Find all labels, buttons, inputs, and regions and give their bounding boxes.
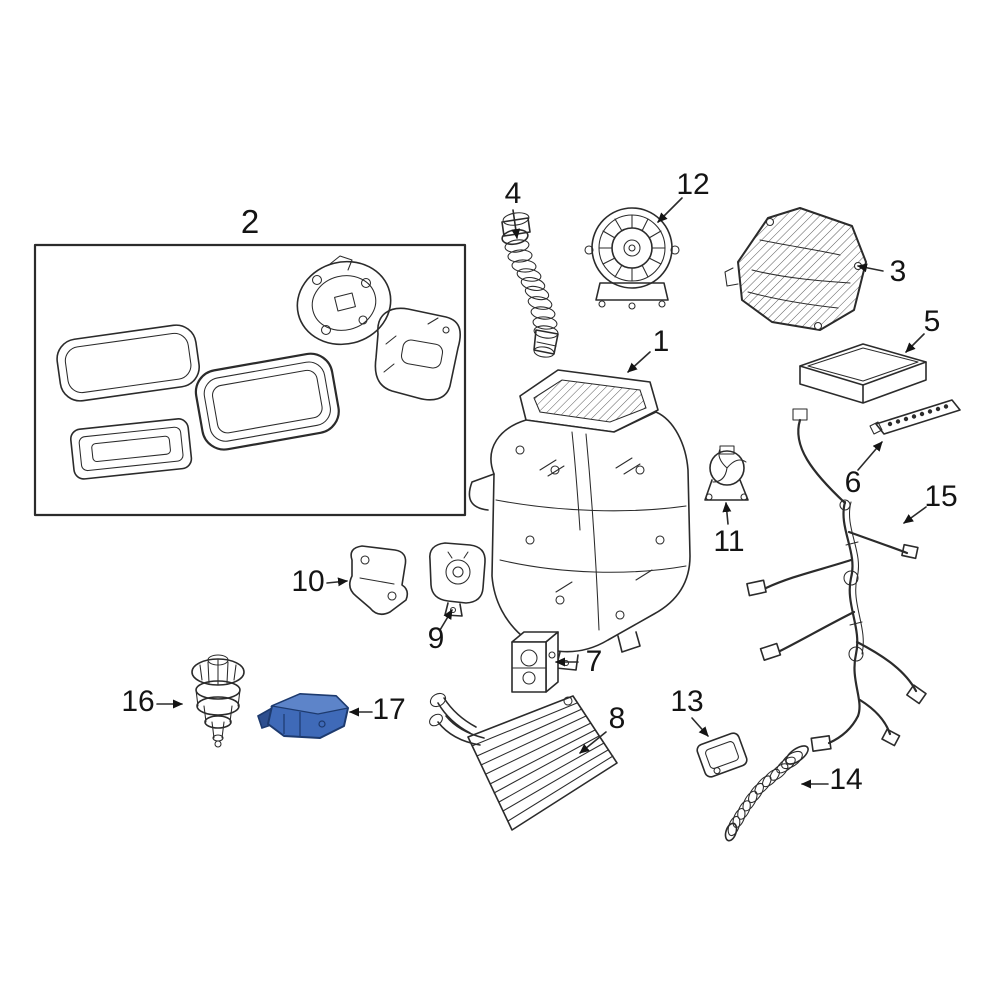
callout-10-arrow <box>326 577 348 587</box>
callout-1: 1 <box>627 325 670 373</box>
callouts: 1 2 3 4 5 6 7 8 9 <box>121 168 957 796</box>
callout-5-label: 5 <box>924 305 941 338</box>
callout-4: 4 <box>505 177 522 239</box>
callout-9-label: 9 <box>428 622 445 655</box>
heater-core-fins <box>471 702 614 822</box>
callout-4-arrow <box>511 209 521 239</box>
callout-10-label: 10 <box>291 565 324 598</box>
callout-15: 15 <box>903 480 958 524</box>
shaped-plate <box>374 307 461 401</box>
callout-17: 17 <box>349 693 406 726</box>
part-7-expansion-valve <box>511 631 559 693</box>
part-2-seal-kit <box>33 243 467 517</box>
part-14-drain-hose <box>724 745 809 842</box>
callout-5-arrow <box>905 333 925 353</box>
part-17-actuator-highlighted <box>257 693 350 739</box>
part-15-wiring-harness <box>746 408 927 752</box>
callout-2: 2 <box>241 203 259 240</box>
seal-kit-box <box>33 243 467 517</box>
callout-6-arrow <box>857 441 883 471</box>
callout-11-arrow <box>722 502 732 525</box>
callout-15-arrow <box>903 506 927 524</box>
part-4-air-hose <box>501 212 559 358</box>
part-8-heater-core <box>429 692 618 831</box>
callout-12-label: 12 <box>676 168 709 201</box>
callout-13-arrow <box>691 717 709 737</box>
callout-6-label: 6 <box>845 466 862 499</box>
callout-11-label: 11 <box>713 525 744 558</box>
part-11-actuator-motor <box>704 445 749 501</box>
part-13-bracket <box>696 732 748 778</box>
blower-fins <box>598 214 666 282</box>
callout-12: 12 <box>657 168 710 223</box>
callout-3-arrow <box>857 263 884 273</box>
part-12-blower-motor <box>584 207 680 310</box>
callout-12-arrow <box>657 197 683 223</box>
callout-5: 5 <box>905 305 941 353</box>
part-16-sensor <box>191 654 245 748</box>
callout-11: 11 <box>713 502 745 558</box>
callout-9-arrow <box>439 609 453 631</box>
part-1-hvac-housing <box>468 369 691 671</box>
part-9-actuator <box>428 542 486 617</box>
callout-10: 10 <box>291 565 348 598</box>
callout-17-label: 17 <box>372 693 405 726</box>
callout-4-label: 4 <box>505 177 522 210</box>
callout-16-label: 16 <box>121 685 154 718</box>
callout-8-label: 8 <box>609 702 626 735</box>
part-10-bracket <box>348 545 409 616</box>
callout-3: 3 <box>857 255 907 288</box>
callout-14-label: 14 <box>829 763 862 796</box>
part-5-cabin-filter <box>799 343 927 404</box>
callout-14: 14 <box>801 763 863 796</box>
callout-7-label: 7 <box>586 645 603 678</box>
callout-13: 13 <box>670 685 709 737</box>
callout-8-arrow <box>579 731 607 754</box>
callout-1-arrow <box>627 351 651 373</box>
callout-13-label: 13 <box>670 685 703 718</box>
callout-3-label: 3 <box>890 255 907 288</box>
part-3-upper-case <box>724 207 867 331</box>
round-gasket-plate <box>296 255 392 346</box>
callout-8: 8 <box>579 702 626 754</box>
callout-1-label: 1 <box>653 325 670 358</box>
part-17-top-face <box>269 693 350 715</box>
callout-6: 6 <box>845 441 883 499</box>
callout-2-label: 2 <box>241 203 259 240</box>
callout-16: 16 <box>121 685 183 718</box>
callout-15-label: 15 <box>924 480 957 513</box>
callout-9: 9 <box>428 609 453 655</box>
part-6-seal-strip <box>869 399 961 435</box>
callout-7: 7 <box>555 645 603 678</box>
